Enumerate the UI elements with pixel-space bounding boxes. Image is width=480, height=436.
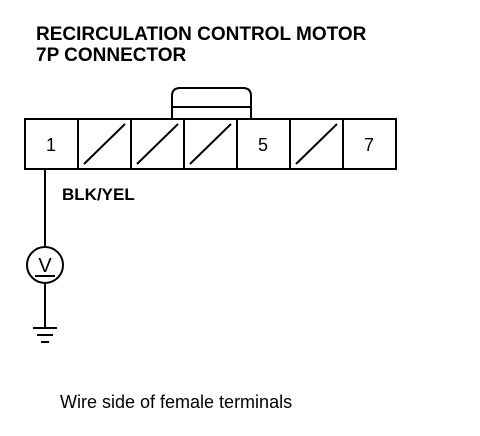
title-line-1: RECIRCULATION CONTROL MOTOR (36, 24, 367, 45)
diagram-title: RECIRCULATION CONTROL MOTOR 7P CONNECTOR (36, 24, 366, 66)
terminal-1-label: 1 (46, 135, 56, 155)
terminal-5-label: 5 (258, 135, 268, 155)
empty-cavity-6 (295, 123, 338, 165)
empty-cavity-3 (136, 123, 179, 165)
title-line-2: 7P CONNECTOR (36, 45, 187, 66)
cell-dividers (77, 119, 344, 169)
connector-lock-tab (171, 87, 252, 119)
wire-color-label: BLK/YEL (62, 185, 135, 204)
voltmeter-symbol: V (38, 255, 52, 277)
empty-cavity-4 (189, 123, 232, 165)
terminal-7-label: 7 (364, 135, 374, 155)
empty-cavity-2 (83, 123, 126, 165)
ground-icon (33, 327, 57, 343)
view-caption: Wire side of female terminals (60, 392, 293, 412)
